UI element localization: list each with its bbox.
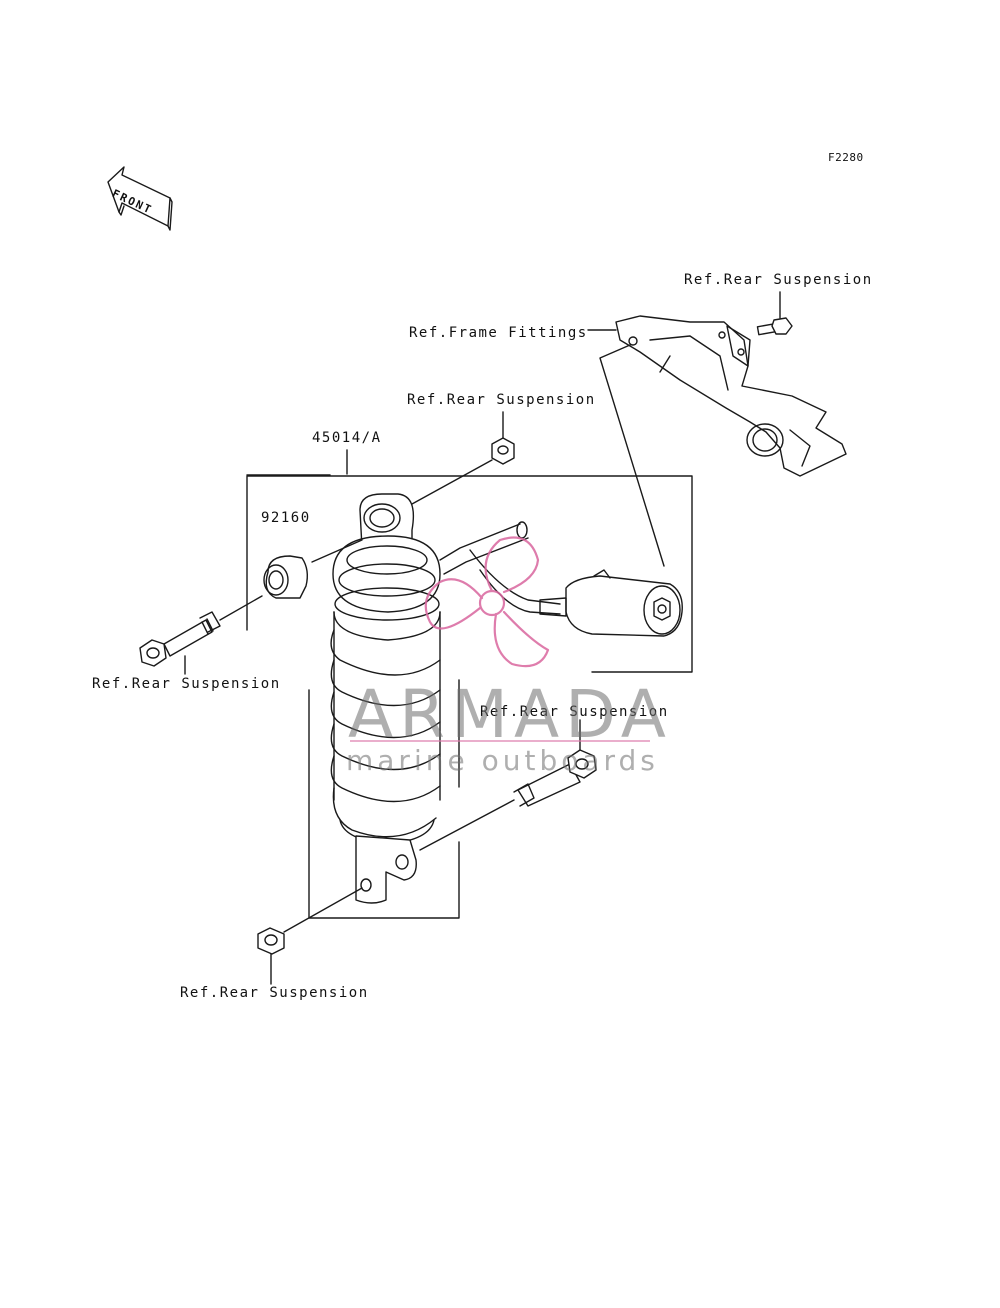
bottom-nut	[257, 887, 363, 985]
left-bolt	[139, 595, 263, 675]
label-ref-frame-fittings: Ref.Frame Fittings	[409, 325, 588, 341]
watermark-title: ARMADA	[348, 676, 672, 753]
label-ref-rear-suspension-right-bolt: Ref.Rear Suspension	[480, 704, 669, 720]
reservoir-hose	[439, 521, 561, 615]
reservoir-leader-lines	[599, 344, 671, 567]
frame-fitting-bracket	[587, 315, 847, 477]
bushing-92160	[263, 539, 363, 599]
reservoir-canister	[539, 569, 683, 637]
label-ref-rear-suspension-nut: Ref.Rear Suspension	[407, 392, 596, 408]
shock-absorber	[330, 493, 441, 904]
label-part-45014a: 45014/A	[312, 430, 382, 446]
label-ref-rear-suspension-left-bolt: Ref.Rear Suspension	[92, 676, 281, 692]
armada-propeller-logo-icon	[424, 536, 550, 668]
shock-assembly-bracket	[246, 449, 693, 919]
watermark-divider	[350, 740, 650, 742]
top-nut	[411, 411, 515, 505]
front-direction-arrow-icon	[107, 166, 173, 231]
label-ref-rear-suspension-bottom-nut: Ref.Rear Suspension	[180, 985, 369, 1001]
top-bolt	[756, 291, 793, 336]
watermark-subtitle: marine outboards	[346, 744, 659, 777]
diagram-code: F2280	[828, 151, 864, 164]
right-lower-bolt	[419, 719, 597, 851]
label-ref-rear-suspension-top: Ref.Rear Suspension	[684, 272, 873, 288]
label-part-92160: 92160	[261, 510, 311, 526]
